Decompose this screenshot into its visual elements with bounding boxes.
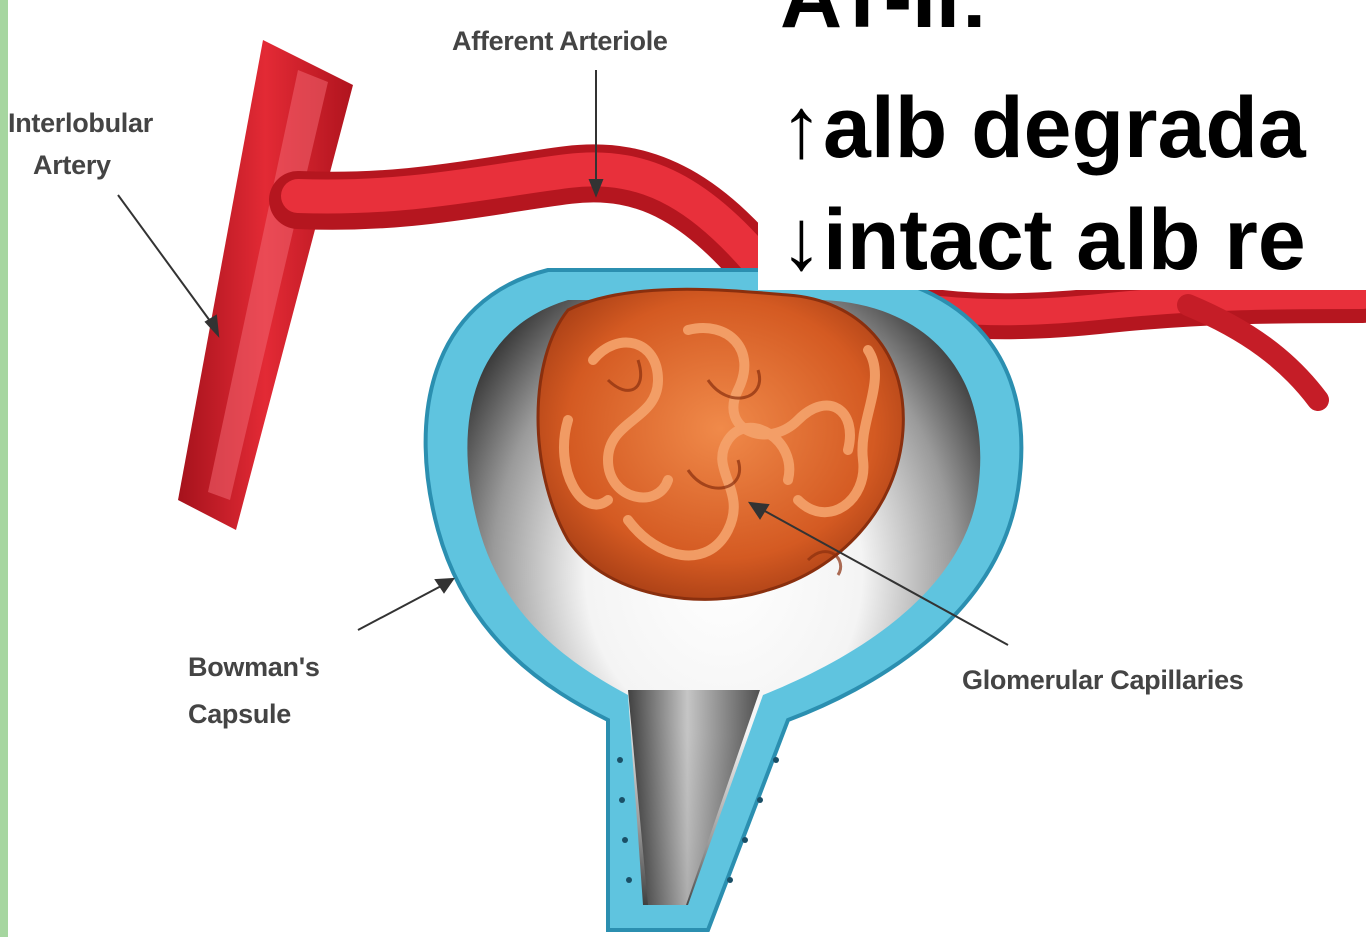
label-bowmans-capsule-line1: Bowman's: [188, 650, 320, 684]
label-interlobular-artery-line2: Artery: [33, 148, 111, 182]
overlay-line-2: ↑alb degrada: [780, 80, 1306, 176]
label-afferent-arteriole: Afferent Arteriole: [452, 24, 668, 58]
label-glomerular-capillaries: Glomerular Capillaries: [962, 663, 1244, 697]
overlay-line-3: ↓intact alb re: [780, 192, 1306, 288]
left-accent-bar: [0, 0, 8, 937]
overlay-text-box: AT-II: ↑alb degrada ↓intact alb re: [758, 0, 1366, 290]
interlobular-artery: [178, 40, 353, 530]
label-bowmans-capsule-line2: Capsule: [188, 697, 291, 731]
label-interlobular-artery-line1: Interlobular: [8, 106, 153, 140]
overlay-line-1: AT-II:: [780, 0, 989, 46]
